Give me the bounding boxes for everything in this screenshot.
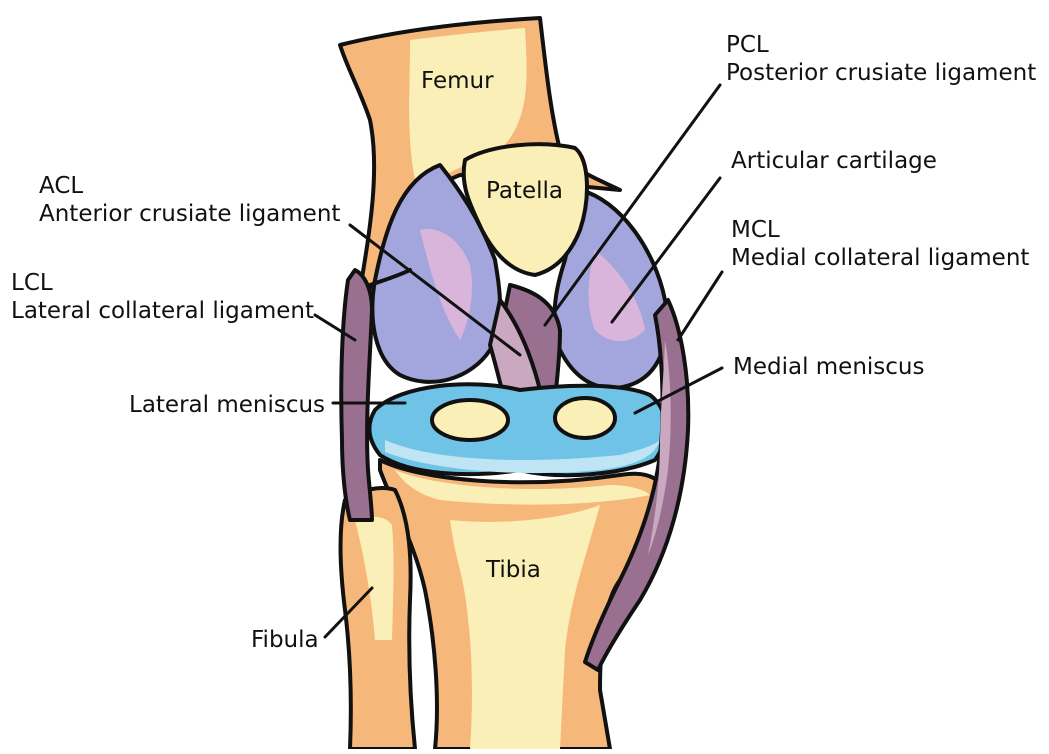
lateral-meniscus-hole [432,400,508,440]
menisci [369,384,665,475]
label-pcl-full: Posterior crusiate ligament [726,60,1036,86]
fibula [340,488,415,749]
label-patella: Patella [486,178,563,204]
label-lcl-full: Lateral collateral ligament [11,298,314,324]
label-acl-abbr: ACL [39,173,83,199]
label-medial-meniscus: Medial meniscus [733,354,925,380]
label-lateral-meniscus: Lateral meniscus [129,392,325,418]
label-mcl-abbr: MCL [731,217,780,243]
label-acl-full: Anterior crusiate ligament [39,201,340,227]
mcl-leader-line [678,272,722,340]
label-femur: Femur [421,68,494,94]
label-articular-cartilage: Articular cartilage [731,148,937,174]
label-pcl-abbr: PCL [726,32,769,58]
label-lcl-abbr: LCL [11,270,53,296]
label-tibia: Tibia [485,557,541,583]
lcl-ligament [341,270,372,520]
label-mcl-full: Medial collateral ligament [731,245,1029,271]
medial-meniscus-hole [555,398,615,438]
label-fibula: Fibula [251,627,319,653]
